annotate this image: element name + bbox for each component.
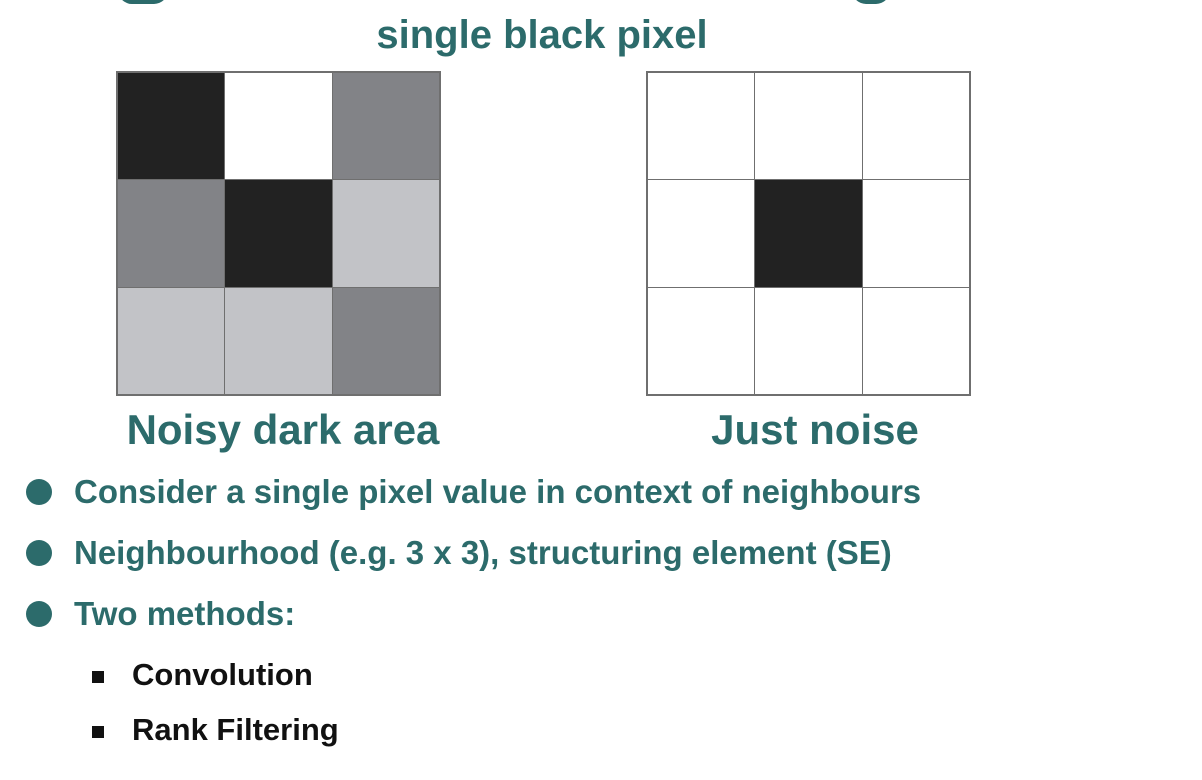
grid-cell — [224, 71, 333, 181]
grid-cell — [116, 179, 226, 288]
slide-subtitle: single black pixel — [376, 13, 708, 57]
grid-cell — [861, 71, 971, 181]
grid-cell — [224, 286, 333, 396]
grid-cell — [331, 286, 441, 396]
grid-cell — [116, 286, 226, 396]
bullet-item: Two methods: — [26, 592, 296, 636]
grid-cell — [861, 179, 971, 288]
bullet-item: Consider a single pixel value in context… — [26, 470, 922, 514]
sub-bullet-item: Convolution — [92, 655, 313, 695]
grid-cell — [224, 179, 333, 288]
grid-cell — [754, 71, 863, 181]
grid-cell — [754, 286, 863, 396]
noisy-dark-area-grid — [116, 71, 441, 396]
grid-cell — [646, 179, 756, 288]
grid-cell — [754, 179, 863, 288]
bullet-dot-icon — [26, 479, 52, 505]
square-bullet-icon — [92, 671, 104, 683]
bullet-text: Neighbourhood (e.g. 3 x 3), structuring … — [74, 534, 892, 571]
grid-cell — [861, 286, 971, 396]
grid-cell — [646, 71, 756, 181]
sub-bullet-item: Rank Filtering — [92, 710, 339, 750]
sub-bullet-text: Rank Filtering — [132, 712, 339, 747]
clipped-title-fragment — [0, 0, 1202, 4]
noisy-dark-area-caption: Noisy dark area — [126, 406, 440, 453]
grid-cell — [331, 71, 441, 181]
bullet-text: Consider a single pixel value in context… — [74, 473, 922, 510]
sub-bullet-text: Convolution — [132, 657, 313, 692]
grid-cell — [646, 286, 756, 396]
just-noise-grid — [646, 71, 971, 396]
grid-cell — [331, 179, 441, 288]
bullet-dot-icon — [26, 540, 52, 566]
square-bullet-icon — [92, 726, 104, 738]
bullet-dot-icon — [26, 601, 52, 627]
clipped-title-glyph — [852, 0, 890, 4]
grid-cell — [116, 71, 226, 181]
clipped-title-glyph — [118, 0, 168, 4]
bullet-text: Two methods: — [74, 595, 296, 632]
just-noise-caption: Just noise — [711, 406, 919, 453]
bullet-item: Neighbourhood (e.g. 3 x 3), structuring … — [26, 531, 892, 575]
